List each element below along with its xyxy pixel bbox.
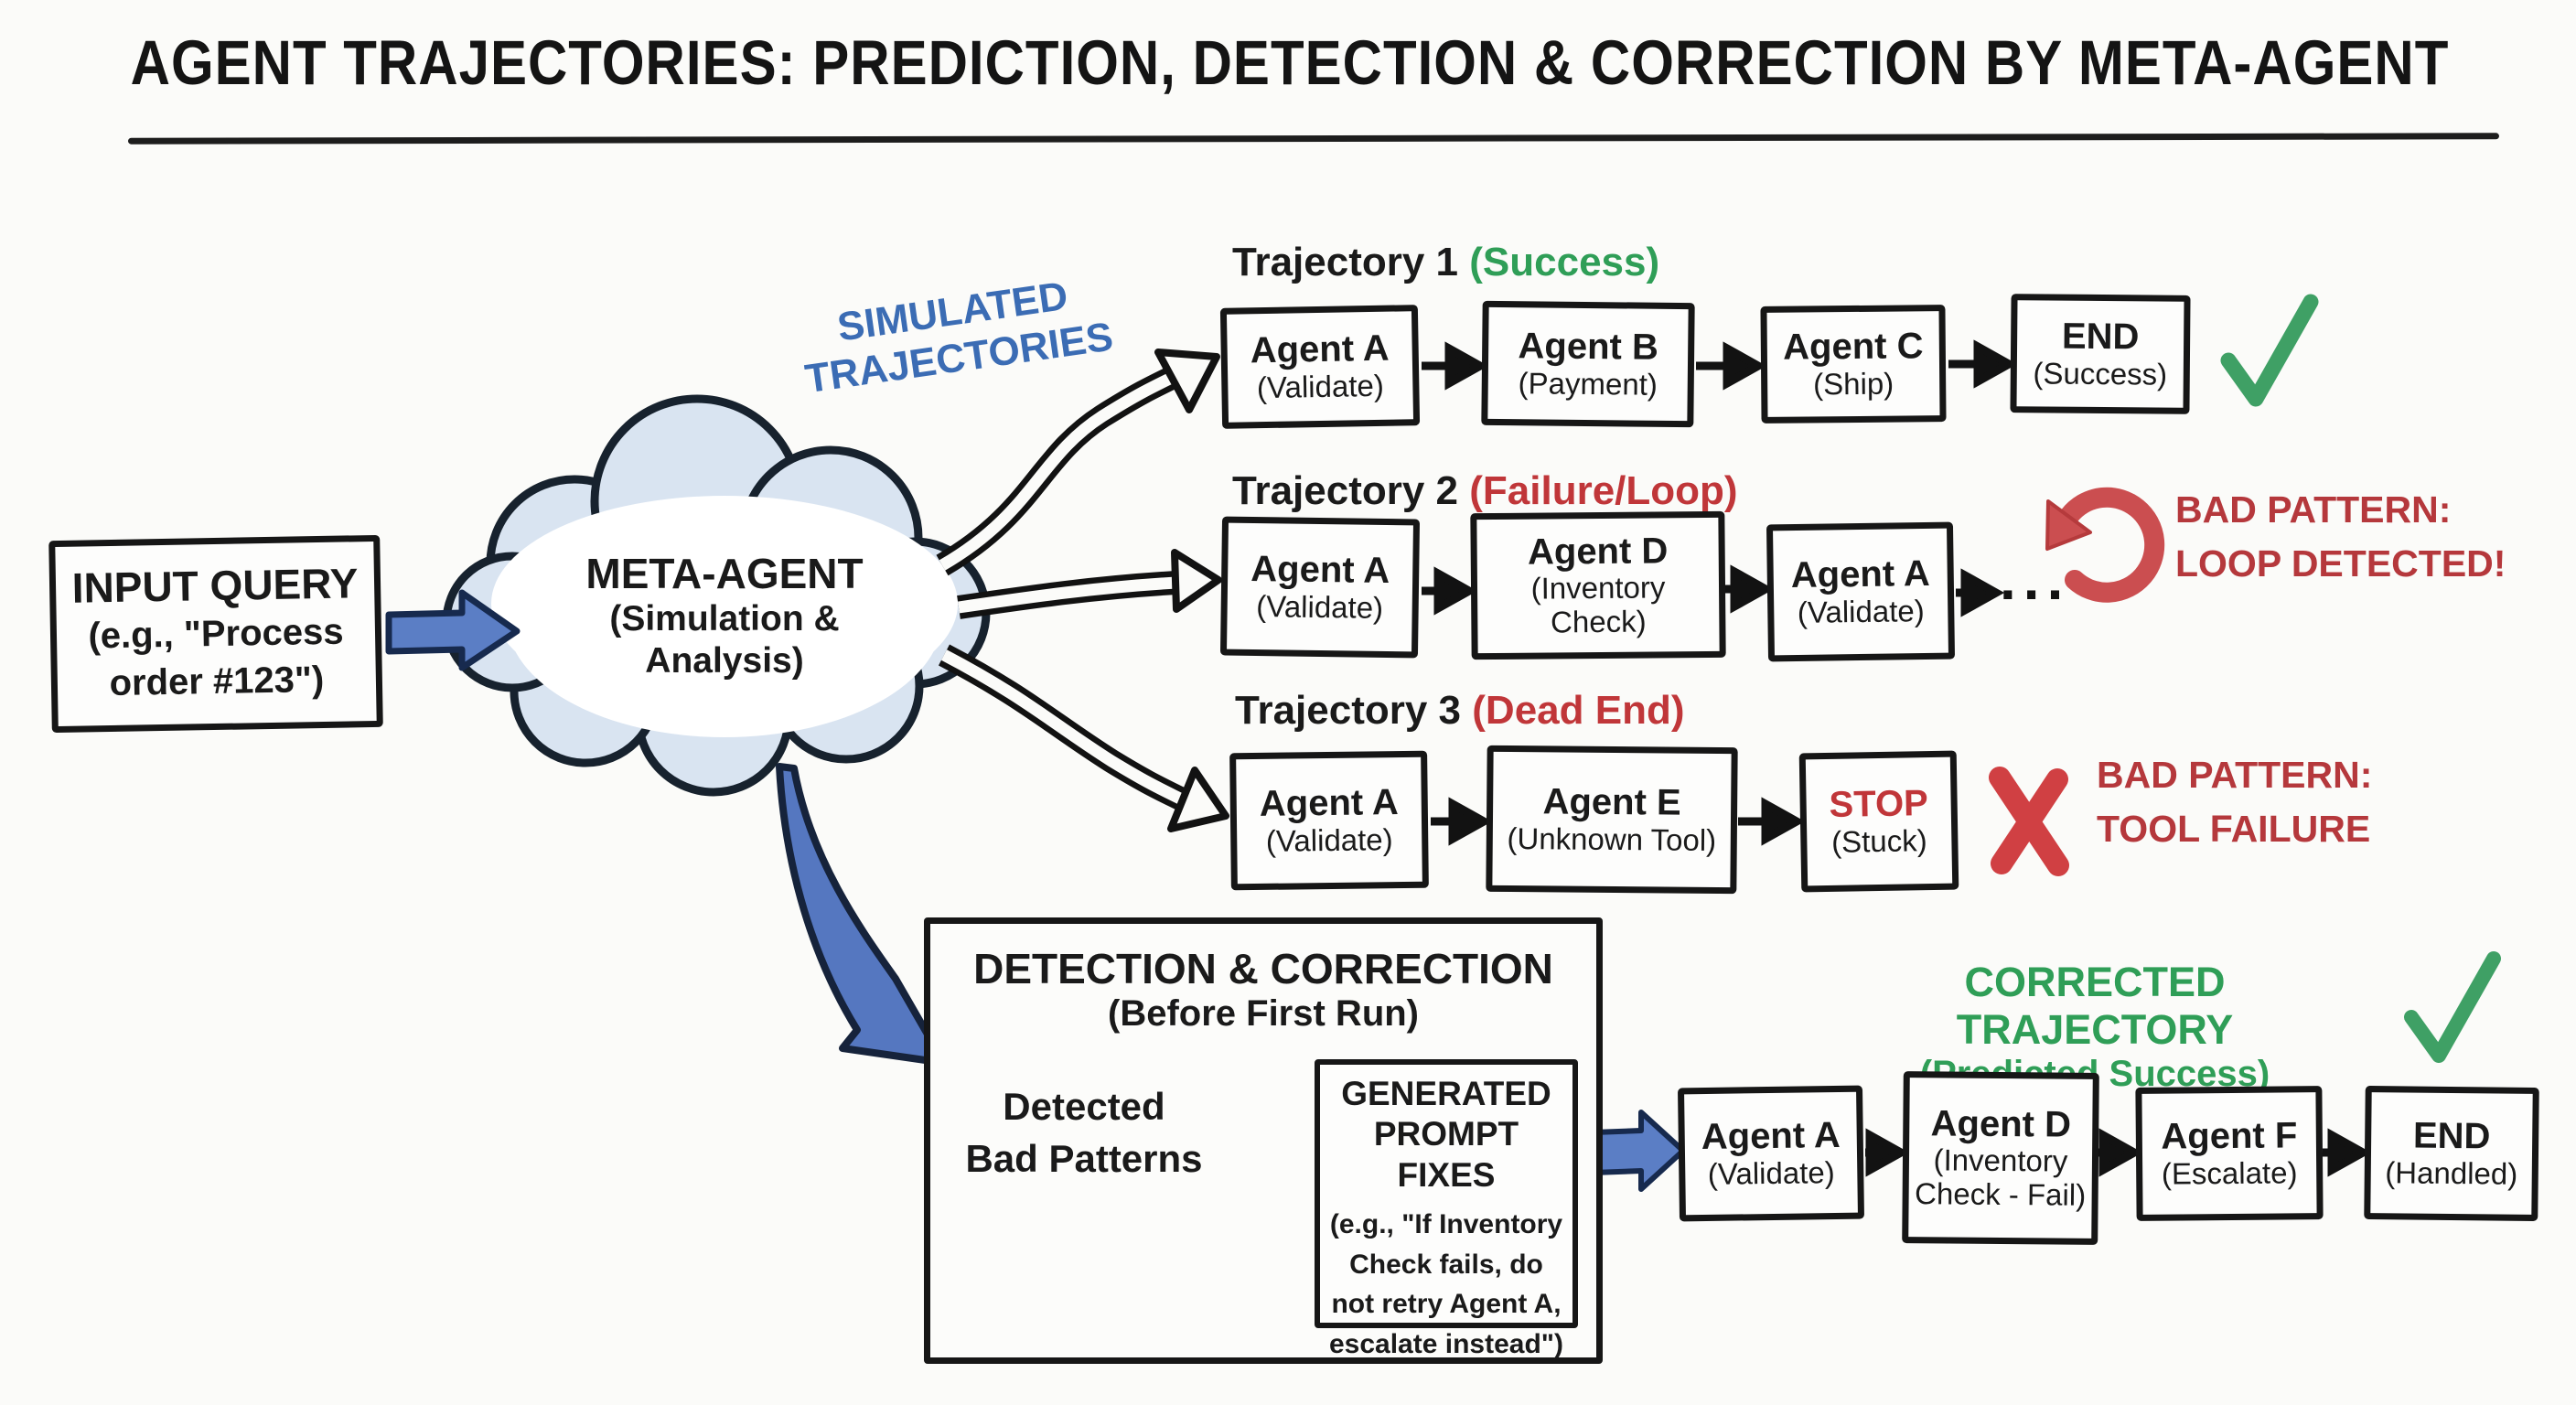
node-title: END — [2061, 316, 2140, 358]
corrected-node-agent-a: Agent A (Validate) — [1677, 1085, 1865, 1222]
page-title: AGENT TRAJECTORIES: PREDICTION, DETECTIO… — [130, 27, 2450, 99]
node-title: Agent A — [1790, 553, 1930, 596]
t1-success-check-icon — [2220, 294, 2319, 407]
node-detail: (Validate) — [1256, 368, 1385, 405]
node-title: Agent A — [1701, 1115, 1841, 1158]
t2-flow-arrows — [1422, 564, 2005, 617]
t3-flow-arrows — [1431, 797, 1806, 846]
node-detail: (Validate) — [1265, 822, 1393, 858]
corrected-flow-arrows — [1865, 1128, 2372, 1177]
node-title: Agent B — [1518, 326, 1659, 368]
detected-label-line1: Detected — [1003, 1085, 1165, 1128]
node-detail: (Handled) — [2385, 1155, 2518, 1191]
meta-agent-title: META-AGENT — [585, 550, 864, 597]
t1-flow-arrows — [1422, 339, 2018, 391]
t3-annotation-line2: TOOL FAILURE — [2097, 808, 2371, 851]
trajectory-3-status: (Dead End) — [1472, 688, 1685, 733]
input-to-cloud-arrow-icon — [385, 589, 521, 671]
node-detail: (Unknown Tool) — [1507, 820, 1717, 857]
generated-prompt-fixes-box: GENERATED PROMPT FIXES (e.g., "If Invent… — [1315, 1059, 1578, 1359]
t3-node-agent-e: Agent E (Unknown Tool) — [1486, 745, 1738, 895]
trajectory-1-label: Trajectory 1 (Success) — [1232, 240, 1659, 285]
node-title: END — [2412, 1115, 2491, 1157]
node-title: Agent D — [1527, 530, 1669, 573]
node-detail: (Validate) — [1797, 593, 1925, 629]
t2-node-agent-a2: Agent A (Validate) — [1766, 521, 1956, 662]
trajectory-2-status: (Failure/Loop) — [1469, 468, 1738, 513]
cloud-to-detection-arrow-icon — [776, 763, 948, 1067]
fixes-body-line3: not retry Agent A, — [1331, 1289, 1562, 1320]
node-detail: (Validate) — [1256, 588, 1384, 625]
node-detail: (Inventory — [1933, 1142, 2068, 1179]
corrected-node-end: END (Handled) — [2364, 1086, 2539, 1221]
fixes-title-line2: PROMPT FIXES — [1373, 1115, 1519, 1194]
node-detail: (Validate) — [1707, 1154, 1835, 1191]
node-title: Agent F — [2161, 1115, 2298, 1157]
trajectory-2-label: Trajectory 2 (Failure/Loop) — [1232, 468, 1738, 514]
simulated-arrow-t3-icon — [938, 644, 1229, 832]
t1-node-agent-c: Agent C (Ship) — [1760, 305, 1947, 424]
node-detail: (Payment) — [1518, 366, 1658, 402]
node-title: Agent C — [1782, 326, 1924, 368]
t2-annotation-line2: LOOP DETECTED! — [2175, 542, 2506, 585]
corrected-label-line1: CORRECTED TRAJECTORY — [1956, 959, 2234, 1053]
corrected-success-check-icon — [2404, 951, 2501, 1063]
t3-node-stop: STOP (Stuck) — [1798, 750, 1959, 893]
node-title: Agent D — [1930, 1102, 2072, 1145]
fixes-title-line1: GENERATED — [1341, 1075, 1551, 1112]
input-query-example-line2: order #123") — [109, 659, 325, 703]
meta-agent-sub-line2: Analysis) — [645, 641, 804, 681]
t3-failure-x-icon — [1989, 767, 2069, 876]
fixes-to-corrected-arrow-icon — [1591, 1110, 1686, 1192]
node-detail: (Inventory Check) — [1530, 570, 1666, 639]
detection-panel-subtitle: (Before First Run) — [1108, 993, 1419, 1034]
node-title: Agent A — [1250, 327, 1390, 371]
fixes-body-line2: Check fails, do — [1349, 1249, 1543, 1280]
node-title: Agent A — [1259, 782, 1399, 825]
fixes-body-line4: escalate instead") — [1328, 1328, 1563, 1359]
node-title: STOP — [1829, 783, 1929, 826]
trajectory-3-name: Trajectory 3 — [1235, 688, 1462, 733]
t3-node-agent-a: Agent A (Validate) — [1229, 750, 1429, 891]
input-query-title: INPUT QUERY — [71, 559, 359, 612]
fixes-body-line1: (e.g., "If Inventory — [1329, 1209, 1563, 1240]
trajectory-1-status: (Success) — [1469, 240, 1660, 284]
trajectory-1-name: Trajectory 1 — [1232, 240, 1459, 284]
simulated-arrow-t1-icon — [936, 349, 1220, 576]
trajectory-2-name: Trajectory 2 — [1232, 468, 1459, 513]
t2-annotation-line1: BAD PATTERN: — [2175, 488, 2452, 531]
detected-bad-patterns-label: Detected Bad Patterns — [953, 1081, 1215, 1185]
t2-ellipsis: ... — [2000, 546, 2071, 612]
corrected-node-agent-f: Agent F (Escalate) — [2135, 1086, 2324, 1221]
fixes-body: (e.g., "If Inventory Check fails, do not… — [1324, 1205, 1569, 1364]
t1-node-agent-a: Agent A (Validate) — [1219, 305, 1421, 429]
node-detail: (Success) — [2033, 356, 2168, 391]
input-query-example-line1: (e.g., "Process — [88, 611, 344, 657]
t3-annotation-line1: BAD PATTERN: — [2097, 754, 2373, 796]
t2-loop-detected-icon — [2045, 487, 2165, 603]
meta-agent-sub-line1: (Simulation & — [609, 599, 840, 639]
corrected-node-agent-d: Agent D (Inventory Check - Fail) — [1902, 1071, 2099, 1245]
detected-label-line2: Bad Patterns — [965, 1136, 1203, 1180]
t2-node-agent-a1: Agent A (Validate) — [1219, 516, 1421, 659]
t1-node-end: END (Success) — [2010, 294, 2191, 414]
detection-panel-title: DETECTION & CORRECTION — [973, 945, 1553, 992]
simulated-arrow-t2-icon — [957, 549, 1222, 619]
node-detail: (Stuck) — [1830, 823, 1927, 859]
t3-annotation: BAD PATTERN: TOOL FAILURE — [2097, 748, 2372, 857]
node-title: Agent A — [1250, 549, 1390, 592]
input-query-box: INPUT QUERY (e.g., "Process order #123") — [48, 534, 383, 734]
t2-annotation: BAD PATTERN: LOOP DETECTED! — [2175, 483, 2506, 592]
node-detail: Check - Fail) — [1914, 1176, 2087, 1213]
node-detail: (Escalate) — [2161, 1155, 2298, 1191]
node-detail: (Ship) — [1813, 366, 1894, 402]
node-title: Agent E — [1542, 781, 1681, 823]
t2-node-agent-d: Agent D (Inventory Check) — [1470, 510, 1726, 660]
trajectory-3-label: Trajectory 3 (Dead End) — [1235, 688, 1685, 734]
meta-agent-label: META-AGENT (Simulation & Analysis) — [532, 549, 917, 682]
t1-node-agent-b: Agent B (Payment) — [1481, 300, 1695, 428]
